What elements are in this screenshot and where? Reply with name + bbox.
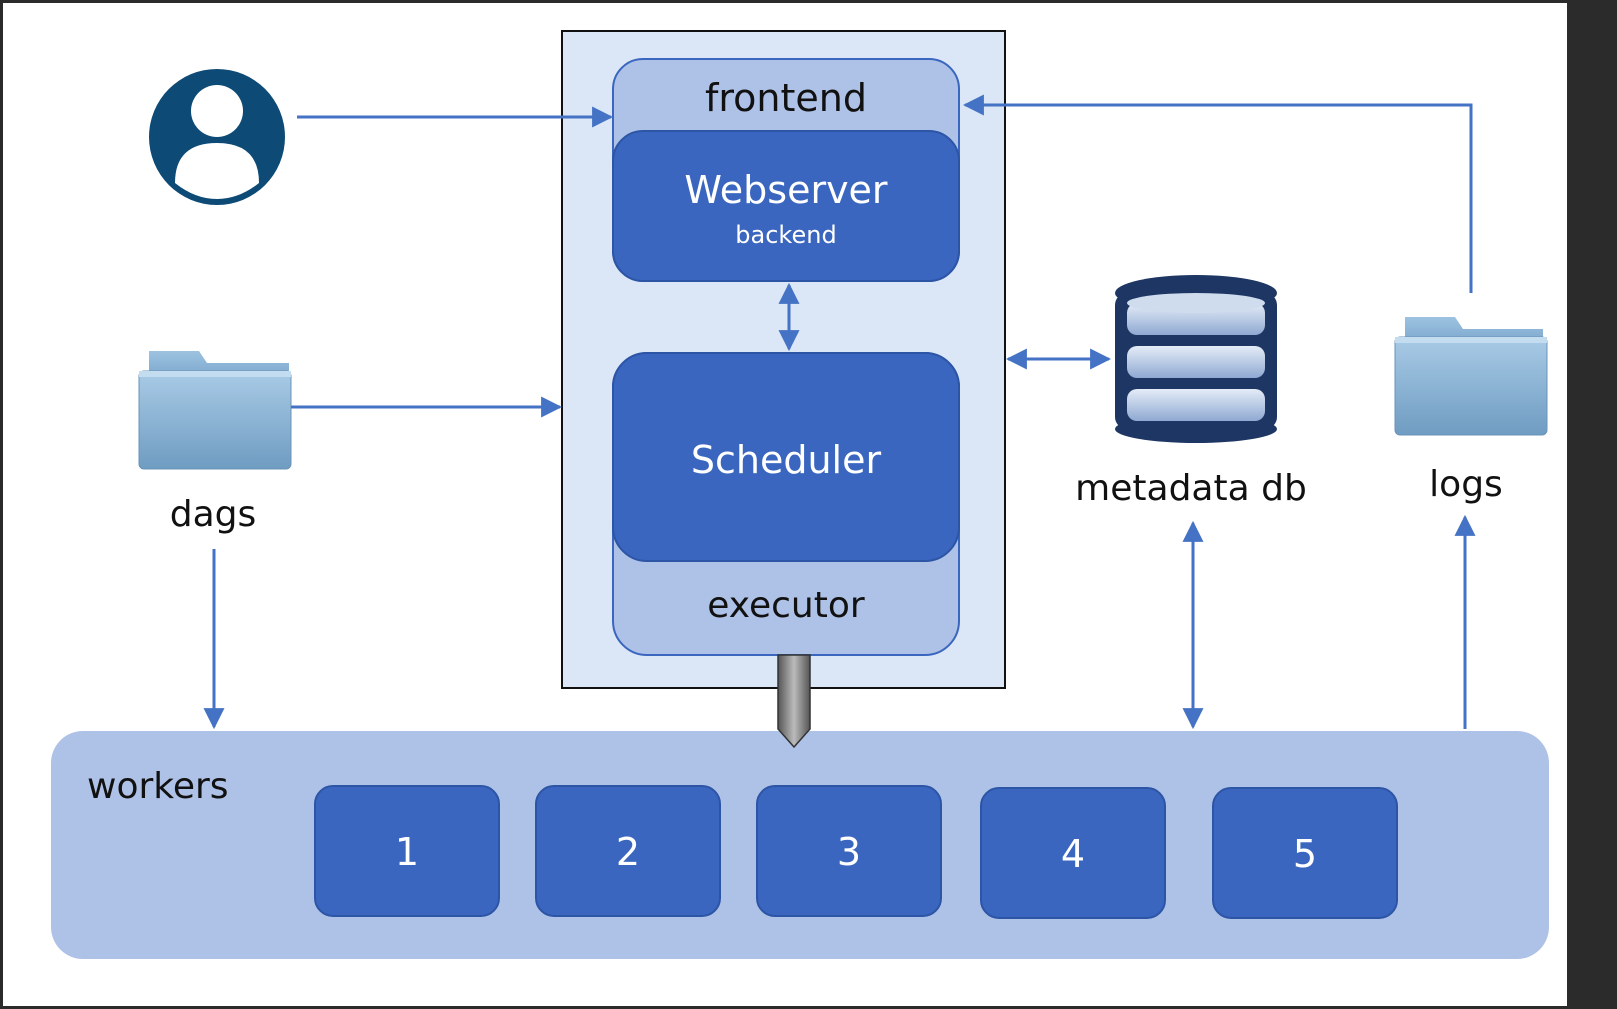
worker-2: 2	[535, 785, 721, 917]
frontend-label: frontend	[705, 76, 867, 120]
worker-3-label: 3	[837, 830, 861, 874]
worker-4-label: 4	[1061, 832, 1085, 876]
executor-pipe	[777, 654, 811, 749]
executor-label: executor	[707, 585, 865, 626]
database-icon	[1115, 275, 1277, 443]
logs-to-frontend-arrow	[962, 94, 1473, 293]
backend-label: backend	[735, 221, 836, 249]
worker-1: 1	[314, 785, 500, 917]
scheduler-label: Scheduler	[691, 438, 882, 482]
worker-3: 3	[756, 785, 942, 917]
logs-folder-icon	[1394, 317, 1548, 436]
user-icon	[149, 69, 285, 205]
metadata-db-label: metadata db	[1075, 468, 1307, 509]
worker-2-label: 2	[616, 830, 640, 874]
logs-label: logs	[1429, 464, 1503, 505]
worker-1-label: 1	[395, 830, 419, 874]
scheduler-component: Scheduler executor	[612, 352, 960, 656]
worker-5: 5	[1212, 787, 1398, 919]
worker-5-label: 5	[1293, 832, 1317, 876]
dags-folder-icon	[138, 351, 292, 470]
worker-4: 4	[980, 787, 1166, 919]
workers-label: workers	[87, 766, 229, 807]
webserver-component: frontend Webserver backend	[612, 58, 960, 282]
dags-label: dags	[170, 494, 257, 535]
architecture-diagram: frontend Webserver backend Scheduler exe…	[51, 30, 1549, 959]
diagram-canvas: frontend Webserver backend Scheduler exe…	[3, 3, 1567, 1006]
webserver-label: Webserver	[684, 168, 888, 212]
